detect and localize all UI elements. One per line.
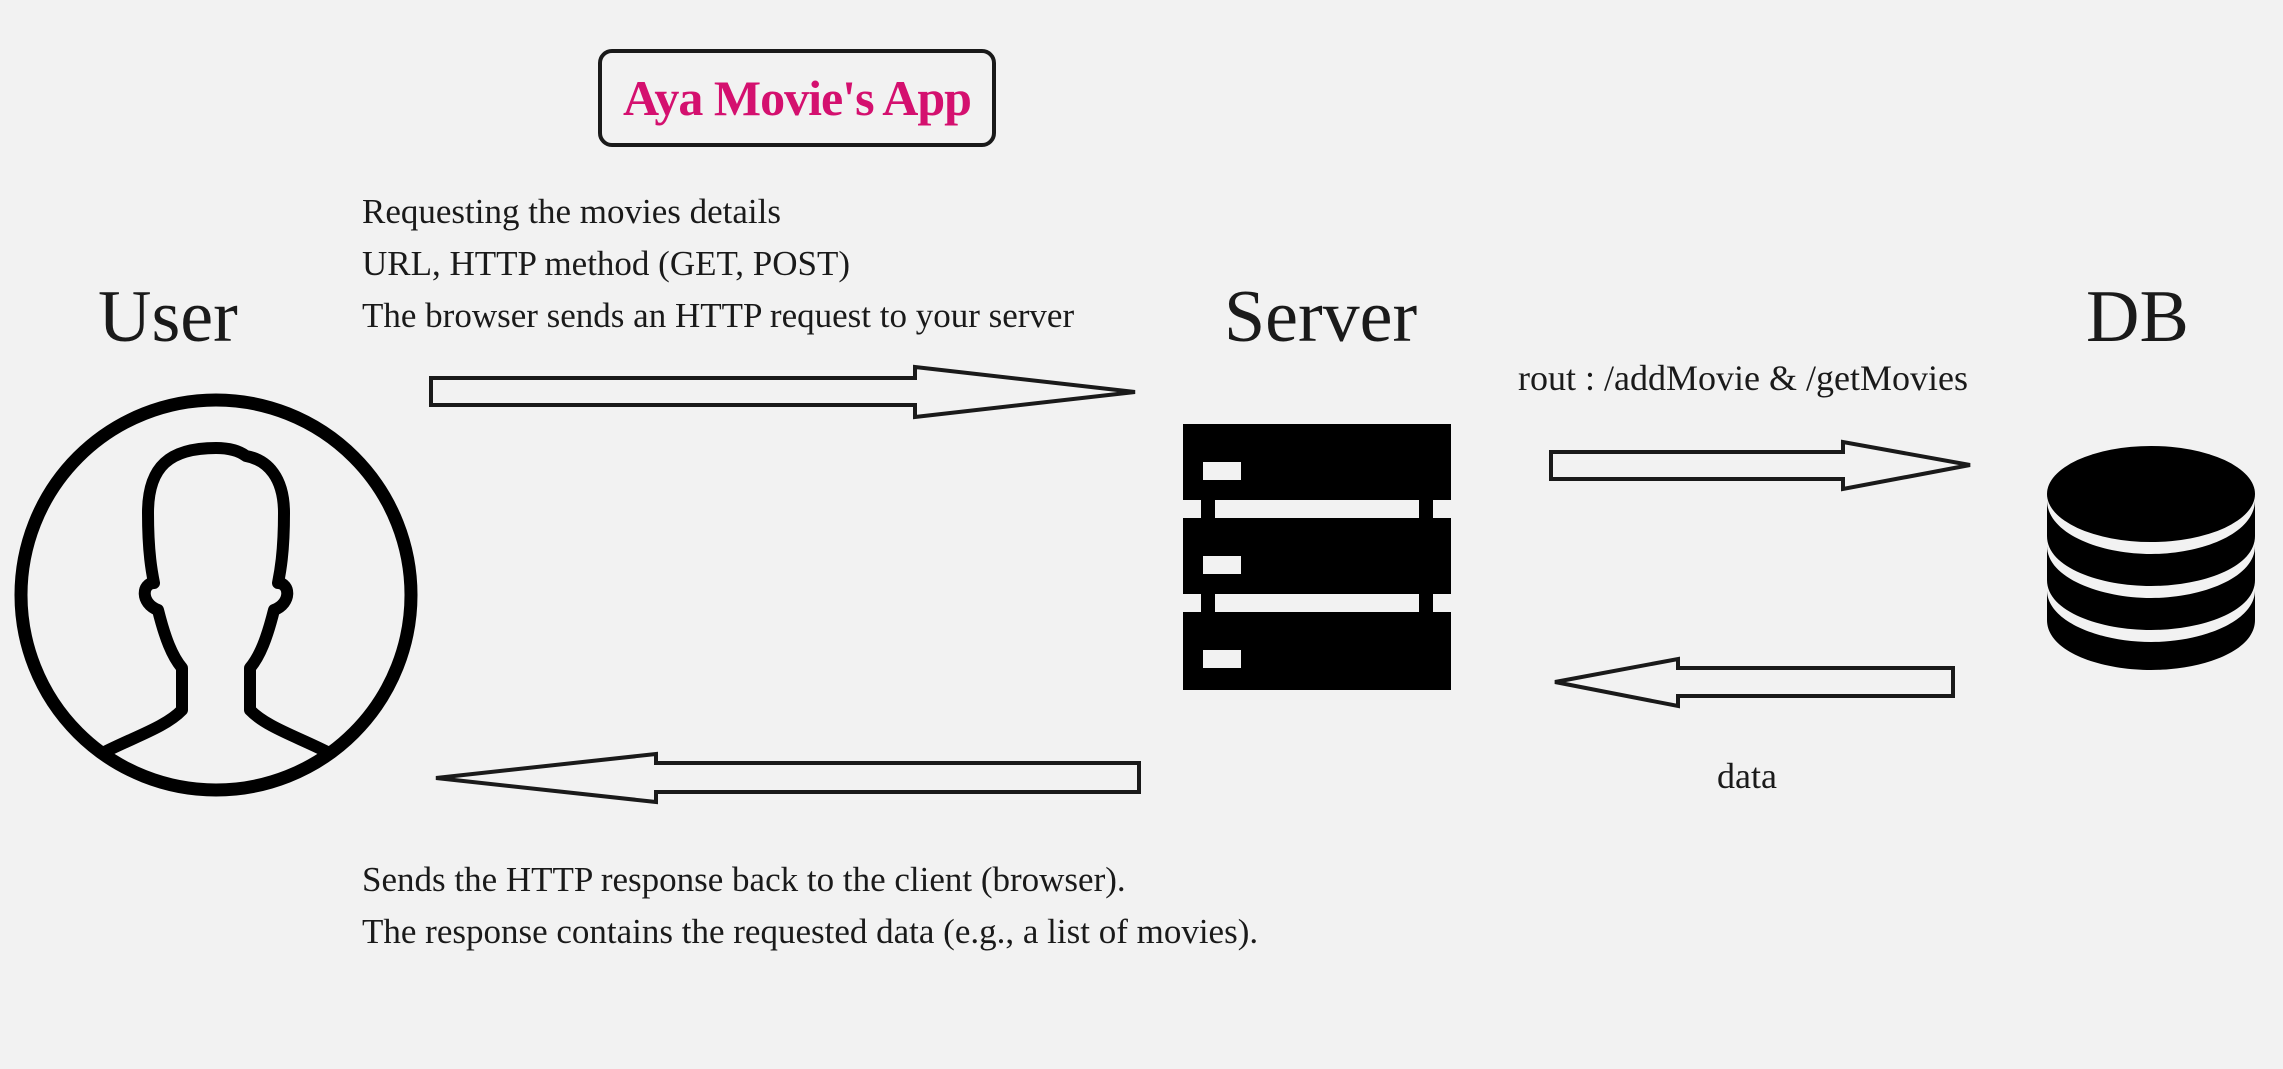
route-label: rout : /addMovie & /getMovies [1518,358,1968,398]
response-line: The response contains the requested data… [362,912,1259,951]
app-title-box: Aya Movie's App [598,49,996,147]
request-description: Requesting the movies details URL, HTTP … [362,186,1074,342]
db-label: DB [2086,276,2189,358]
server-label: Server [1224,276,1418,358]
response-arrow [435,751,1141,805]
data-label: data [1717,756,1777,796]
server-rack-icon [1183,424,1451,690]
response-description: Sends the HTTP response back to the clie… [362,854,1258,958]
response-line: Sends the HTTP response back to the clie… [362,860,1126,899]
data-arrow [1554,656,1955,709]
request-line: URL, HTTP method (GET, POST) [362,244,851,283]
user-label: User [98,276,238,358]
request-line: The browser sends an HTTP request to you… [362,296,1075,335]
request-arrow [429,364,1136,420]
route-arrow [1549,439,1971,492]
user-silhouette-icon [14,393,418,797]
app-title: Aya Movie's App [623,70,972,126]
request-line: Requesting the movies details [362,192,781,231]
database-icon [2047,446,2255,670]
